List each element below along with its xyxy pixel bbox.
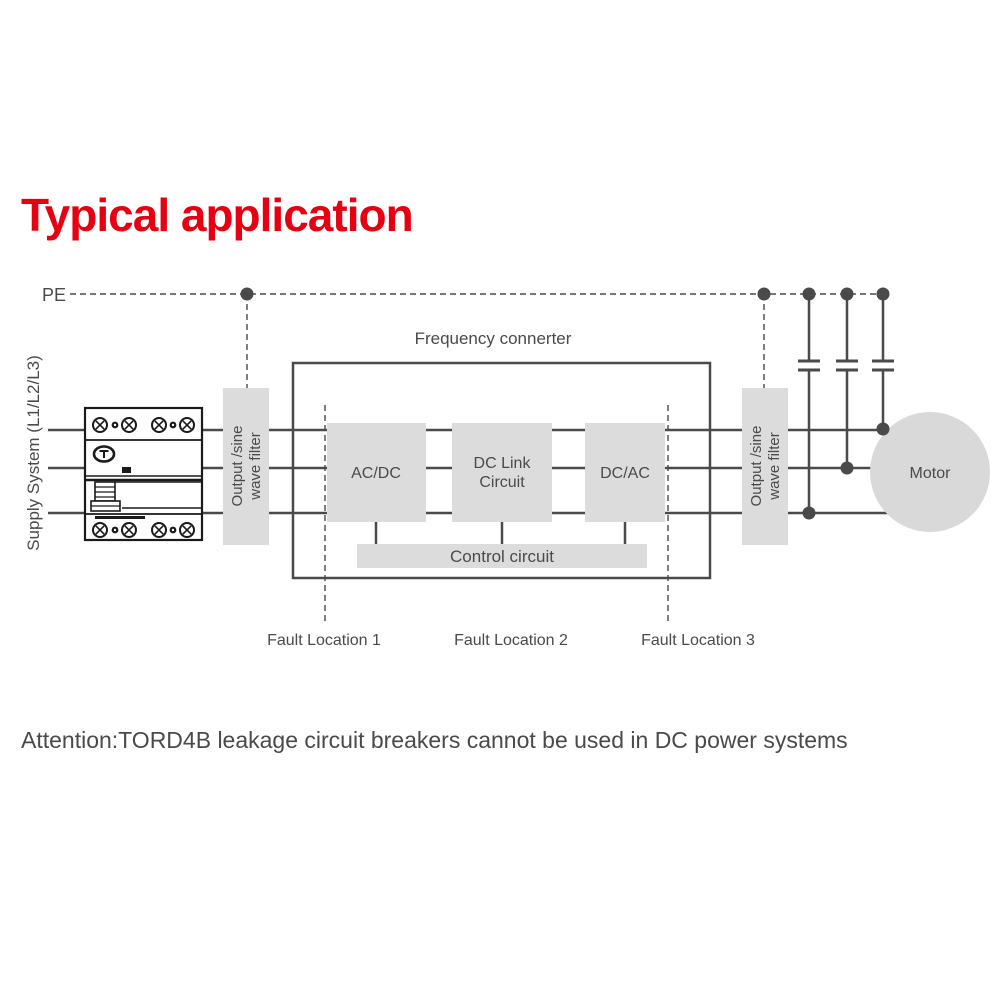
pe-label: PE (42, 285, 66, 305)
capacitor-3 (872, 294, 894, 429)
filter-left-box (223, 388, 269, 545)
dclink-label-line1: DC Link (474, 455, 532, 472)
control-circuit-block (357, 544, 647, 568)
page-title: Typical application (21, 189, 414, 241)
toggle-switch-icon (90, 481, 121, 512)
test-button-icon (92, 445, 116, 463)
emc-capacitors (798, 294, 894, 513)
junction-dots (240, 287, 890, 520)
dcac-block (585, 423, 665, 522)
supply-system-label: Supply System (L1/L2/L3) (24, 355, 43, 551)
motor-label: Motor (910, 465, 952, 482)
motor-circle (870, 412, 990, 532)
svg-text:wave filter: wave filter (766, 432, 783, 501)
pe-line (70, 293, 883, 388)
filter-right-box (742, 388, 788, 545)
svg-text:Output /sine: Output /sine (229, 426, 246, 507)
attention-note: Attention:TORD4B leakage circuit breaker… (21, 727, 848, 753)
dcac-label: DC/AC (600, 465, 650, 482)
control-circuit-label: Control circuit (450, 547, 554, 566)
filter-left-label: Output /sine wave filter (229, 426, 264, 507)
control-connectors (374, 522, 627, 544)
frequency-converter-title: Frequency connerter (415, 329, 572, 348)
rating-label (122, 467, 131, 473)
dclink-block (452, 423, 552, 522)
acdc-label: AC/DC (351, 465, 401, 482)
capacitor-2 (836, 294, 858, 468)
frequency-converter-box (291, 361, 712, 580)
svg-text:Output /sine: Output /sine (748, 426, 765, 507)
dclink-label-line2: Circuit (479, 474, 525, 491)
filter-right-label: Output /sine wave filter (748, 426, 783, 507)
svg-text:wave filter: wave filter (247, 432, 264, 501)
acdc-block (327, 423, 426, 522)
capacitor-1 (798, 294, 820, 513)
circuit-breaker-graphic (83, 406, 204, 542)
fault-location-2-label: Fault Location 2 (454, 632, 568, 649)
fault-location-1-label: Fault Location 1 (267, 632, 381, 649)
fault-location-3-label: Fault Location 3 (641, 632, 755, 649)
